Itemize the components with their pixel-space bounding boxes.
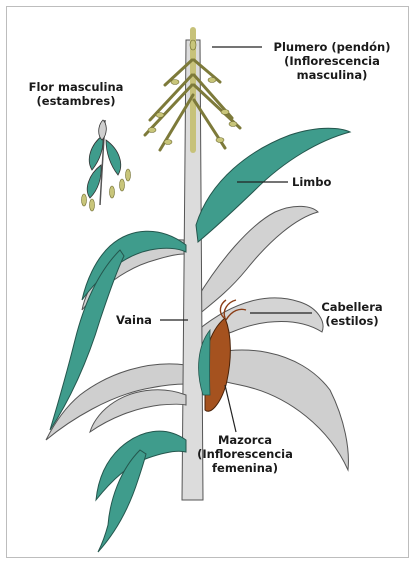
label-limbo: Limbo [292, 175, 331, 189]
label-plumero: Plumero (pendón) (Inflorescencia masculi… [262, 40, 402, 82]
label-cabellera: Cabellera (estilos) [312, 300, 392, 328]
male-flower-cluster [82, 120, 131, 211]
label-vaina: Vaina [116, 313, 152, 327]
label-flor-masculina: Flor masculina (estambres) [16, 80, 136, 108]
label-mazorca: Mazorca (Inflorescencia femenina) [190, 433, 300, 475]
